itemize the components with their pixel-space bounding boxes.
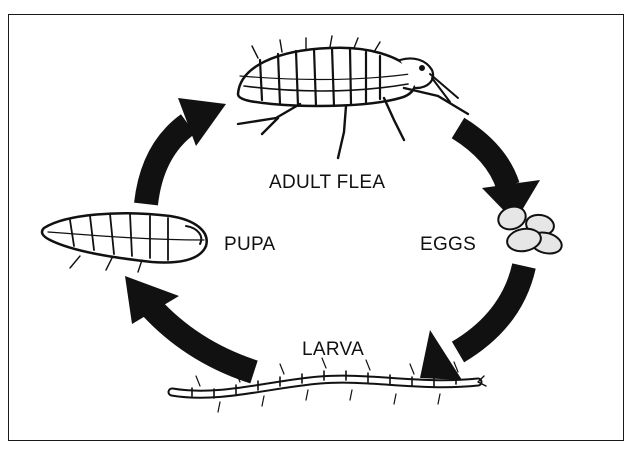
eggs-icon (495, 203, 564, 257)
label-pupa: PUPA (224, 234, 276, 256)
arrow-larva-to-pupa (125, 276, 254, 372)
arrow-adult-to-eggs (458, 128, 540, 222)
arrow-pupa-to-adult (146, 98, 226, 204)
arrow-eggs-to-larva (420, 266, 524, 380)
label-larva: LARVA (302, 339, 364, 361)
flea-icon (238, 36, 468, 158)
pupa-icon (42, 213, 207, 272)
label-eggs: EGGS (420, 234, 476, 256)
label-adult-flea: ADULT FLEA (269, 172, 385, 194)
